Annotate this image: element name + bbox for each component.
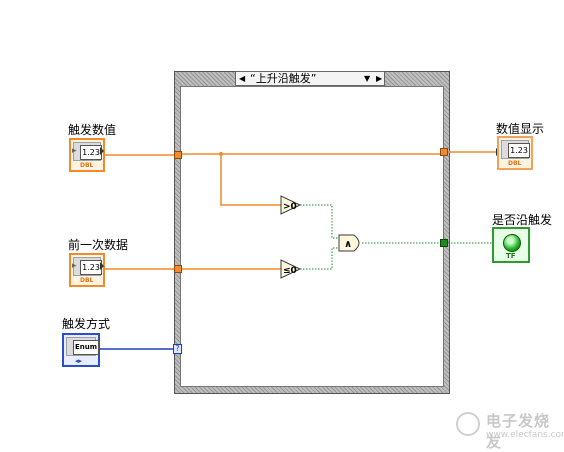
is-rising-edge-indicator-terminal[interactable]: TF bbox=[492, 227, 530, 263]
case-dropdown-icon[interactable]: ▼ bbox=[364, 74, 371, 83]
less-equal-zero-node[interactable]: ≤0 bbox=[280, 259, 302, 279]
trigger-mode-label: 触发方式 bbox=[62, 317, 111, 331]
value-display-display: 1.23 bbox=[508, 143, 530, 158]
tunnel-value-out[interactable] bbox=[440, 148, 448, 156]
tunnel-previous-data-in[interactable] bbox=[174, 265, 182, 273]
led-indicator-icon bbox=[503, 234, 521, 252]
terminal-grip-icon: ▸ bbox=[72, 146, 77, 156]
watermark-url: www.elecfans.com bbox=[486, 430, 564, 440]
wire-junction-dot bbox=[219, 152, 223, 156]
le0-label: ≤0 bbox=[283, 266, 297, 276]
output-arrow-icon bbox=[100, 147, 104, 155]
previous-data-control-terminal[interactable]: ▸ 1.23 DBL bbox=[69, 253, 105, 287]
and-gate-label: ∧ bbox=[344, 239, 352, 250]
trigger-mode-display: Enum bbox=[73, 340, 99, 355]
is-rising-edge-label: 是否沿触发 bbox=[492, 213, 553, 227]
wire-gt0-to-and[interactable] bbox=[300, 204, 339, 239]
dbl-type-tag: DBL bbox=[80, 277, 94, 284]
watermark: 电子发烧友 www.elecfans.com bbox=[456, 410, 564, 451]
dbl-type-tag: DBL bbox=[508, 160, 522, 167]
case-selector[interactable]: ◀ “上升沿触发” ▼ ▶ bbox=[235, 71, 385, 86]
trigger-value-label: 触发数值 bbox=[68, 123, 117, 137]
bool-type-tag: TF bbox=[506, 252, 516, 260]
output-arrow-icon bbox=[100, 262, 104, 270]
case-structure-diagram-area bbox=[180, 86, 444, 387]
value-display-label: 数值显示 bbox=[496, 122, 545, 136]
enum-type-tag: ◂▸ bbox=[75, 357, 83, 365]
case-selector-terminal[interactable]: ? bbox=[173, 344, 182, 354]
tunnel-trigger-value-in[interactable] bbox=[174, 151, 182, 159]
trigger-value-control-terminal[interactable]: ▸ 1.23 DBL bbox=[69, 138, 105, 172]
gt0-label: >0 bbox=[283, 202, 297, 212]
elecfans-logo-icon bbox=[456, 412, 480, 436]
value-display-indicator-terminal[interactable]: 1.23 DBL bbox=[497, 136, 533, 170]
wire-le0-to-and[interactable] bbox=[300, 247, 339, 270]
wire-branch-to-gt0[interactable] bbox=[220, 154, 281, 206]
and-gate-node[interactable]: ∧ bbox=[338, 234, 360, 252]
case-prev-arrow-icon[interactable]: ◀ bbox=[239, 74, 246, 83]
dbl-type-tag: DBL bbox=[80, 162, 94, 169]
case-next-arrow-icon[interactable]: ▶ bbox=[376, 74, 383, 83]
trigger-mode-control-terminal[interactable]: Enum ◂▸ bbox=[62, 333, 100, 367]
previous-data-display: 1.23 bbox=[80, 260, 102, 275]
trigger-value-display: 1.23 bbox=[80, 145, 102, 160]
terminal-grip-icon: ▸ bbox=[72, 261, 77, 271]
greater-than-zero-node[interactable]: >0 bbox=[280, 195, 302, 215]
case-selector-terminal-label: ? bbox=[175, 344, 180, 353]
tunnel-bool-out[interactable] bbox=[440, 239, 448, 247]
case-selector-value: “上升沿触发” bbox=[250, 72, 317, 85]
previous-data-label: 前一次数据 bbox=[68, 238, 129, 252]
watermark-text: 电子发烧友 bbox=[486, 412, 551, 451]
